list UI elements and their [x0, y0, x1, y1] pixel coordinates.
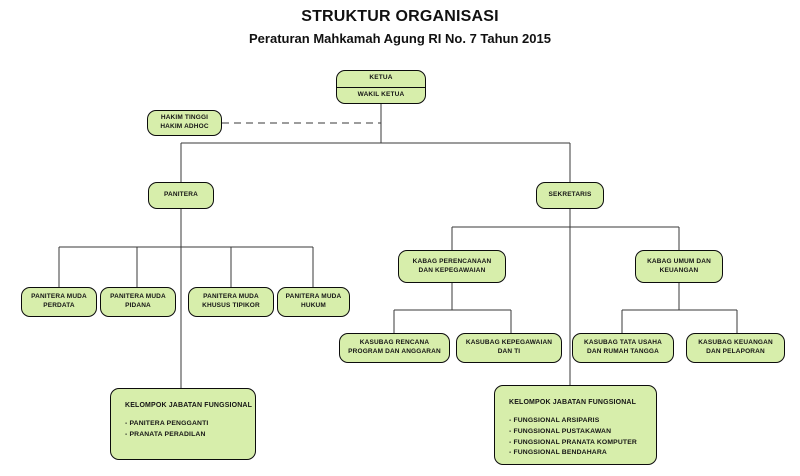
node-kasubag-rencana-line-1: KASUBAG RENCANA [359, 339, 430, 347]
node-pm-tipikor-line-2: KHUSUS TIPIKOR [202, 302, 260, 309]
node-kasubag-tatausaha-line-2: DAN RUMAH TANGGA [587, 348, 659, 355]
node-sekretaris[interactable]: SEKRETARIS [536, 182, 604, 209]
node-kasubag-kepegawaian-ti[interactable]: KASUBAG KEPEGAWAIAN DAN TI [456, 333, 562, 363]
page-subtitle: Peraturan Mahkamah Agung RI No. 7 Tahun … [249, 31, 551, 46]
node-hakim-line-2: HAKIM ADHOC [160, 123, 209, 130]
node-pm-pidana-line-2: PIDANA [125, 302, 151, 309]
node-kelompok-jabatan-fungsional-panitera[interactable]: KELOMPOK JABATAN FUNGSIONAL - PANITERA P… [110, 388, 256, 460]
node-kabag-umum-keuangan[interactable]: KABAG UMUM DAN KEUANGAN [635, 250, 723, 283]
node-kelompok-jabatan-fungsional-sekretaris[interactable]: KELOMPOK JABATAN FUNGSIONAL - FUNGSIONAL… [494, 385, 657, 465]
node-pm-pidana-line-1: PANITERA MUDA [110, 293, 166, 301]
kjf-sekretaris-item-2: - FUNGSIONAL PUSTAKAWAN [509, 427, 612, 435]
kjf-panitera-item-2: - PRANATA PERADILAN [125, 430, 206, 438]
node-wakil-ketua-label: WAKIL KETUA [357, 90, 405, 98]
node-ketua[interactable]: KETUA WAKIL KETUA [336, 70, 426, 104]
node-kabag-umum-line-2: KEUANGAN [659, 266, 699, 274]
kjf-sekretaris-item-3: - FUNGSIONAL PRANATA KOMPUTER [509, 438, 637, 446]
node-panitera[interactable]: PANITERA [148, 182, 214, 209]
node-kasubag-rencana-program-anggaran[interactable]: KASUBAG RENCANA PROGRAM DAN ANGGARAN [339, 333, 450, 363]
node-panitera-muda-pidana[interactable]: PANITERA MUDA PIDANA [100, 287, 176, 317]
node-kasubag-rencana-line-2: PROGRAM DAN ANGGARAN [348, 348, 441, 355]
node-pm-hukum-line-1: PANITERA MUDA [285, 293, 342, 301]
node-pm-tipikor-line-1: PANITERA MUDA [203, 293, 259, 301]
kjf-sekretaris-item-1: - FUNGSIONAL ARSIPARIS [509, 417, 600, 425]
node-panitera-muda-perdata[interactable]: PANITERA MUDA PERDATA [21, 287, 97, 317]
node-kabag-umum-line-1: KABAG UMUM DAN [647, 257, 711, 265]
node-kabag-perencanaan-kepegawaian[interactable]: KABAG PERENCANAAN DAN KEPEGAWAIAN [398, 250, 506, 283]
node-hakim-tinggi-adhoc[interactable]: HAKIM TINGGI HAKIM ADHOC [147, 110, 222, 136]
kjf-sekretaris-item-4: - FUNGSIONAL BENDAHARA [509, 449, 607, 457]
node-pm-perdata-line-1: PANITERA MUDA [31, 293, 87, 301]
kjf-panitera-title: KELOMPOK JABATAN FUNGSIONAL [125, 402, 253, 409]
node-kasubag-kepegawaian-line-2: DAN TI [497, 348, 521, 355]
node-panitera-muda-hukum[interactable]: PANITERA MUDA HUKUM [277, 287, 350, 317]
node-pm-hukum-line-2: HUKUM [301, 302, 326, 309]
node-kasubag-keuangan-line-1: KASUBAG KEUANGAN [698, 339, 773, 347]
node-panitera-label: PANITERA [164, 191, 198, 199]
node-ketua-label: KETUA [337, 71, 425, 88]
node-kasubag-tata-usaha-rumah-tangga[interactable]: KASUBAG TATA USAHA DAN RUMAH TANGGA [572, 333, 674, 363]
node-kasubag-keuangan-pelaporan[interactable]: KASUBAG KEUANGAN DAN PELAPORAN [686, 333, 785, 363]
node-pm-perdata-line-2: PERDATA [43, 302, 75, 309]
node-kasubag-keuangan-line-2: DAN PELAPORAN [706, 348, 765, 355]
kjf-sekretaris-title: KELOMPOK JABATAN FUNGSIONAL [509, 399, 637, 406]
node-sekretaris-label: SEKRETARIS [548, 191, 592, 199]
node-kabag-perencanaan-line-2: DAN KEPEGAWAIAN [418, 266, 486, 274]
node-kasubag-kepegawaian-line-1: KASUBAG KEPEGAWAIAN [465, 339, 553, 347]
page-title: STRUKTUR ORGANISASI [301, 8, 499, 25]
node-kabag-perencanaan-line-1: KABAG PERENCANAAN [412, 257, 492, 265]
node-panitera-muda-khusus-tipikor[interactable]: PANITERA MUDA KHUSUS TIPIKOR [188, 287, 274, 317]
node-hakim-line-1: HAKIM TINGGI [160, 114, 209, 122]
kjf-panitera-item-1: - PANITERA PENGGANTI [125, 420, 209, 428]
node-kasubag-tatausaha-line-1: KASUBAG TATA USAHA [584, 339, 662, 347]
